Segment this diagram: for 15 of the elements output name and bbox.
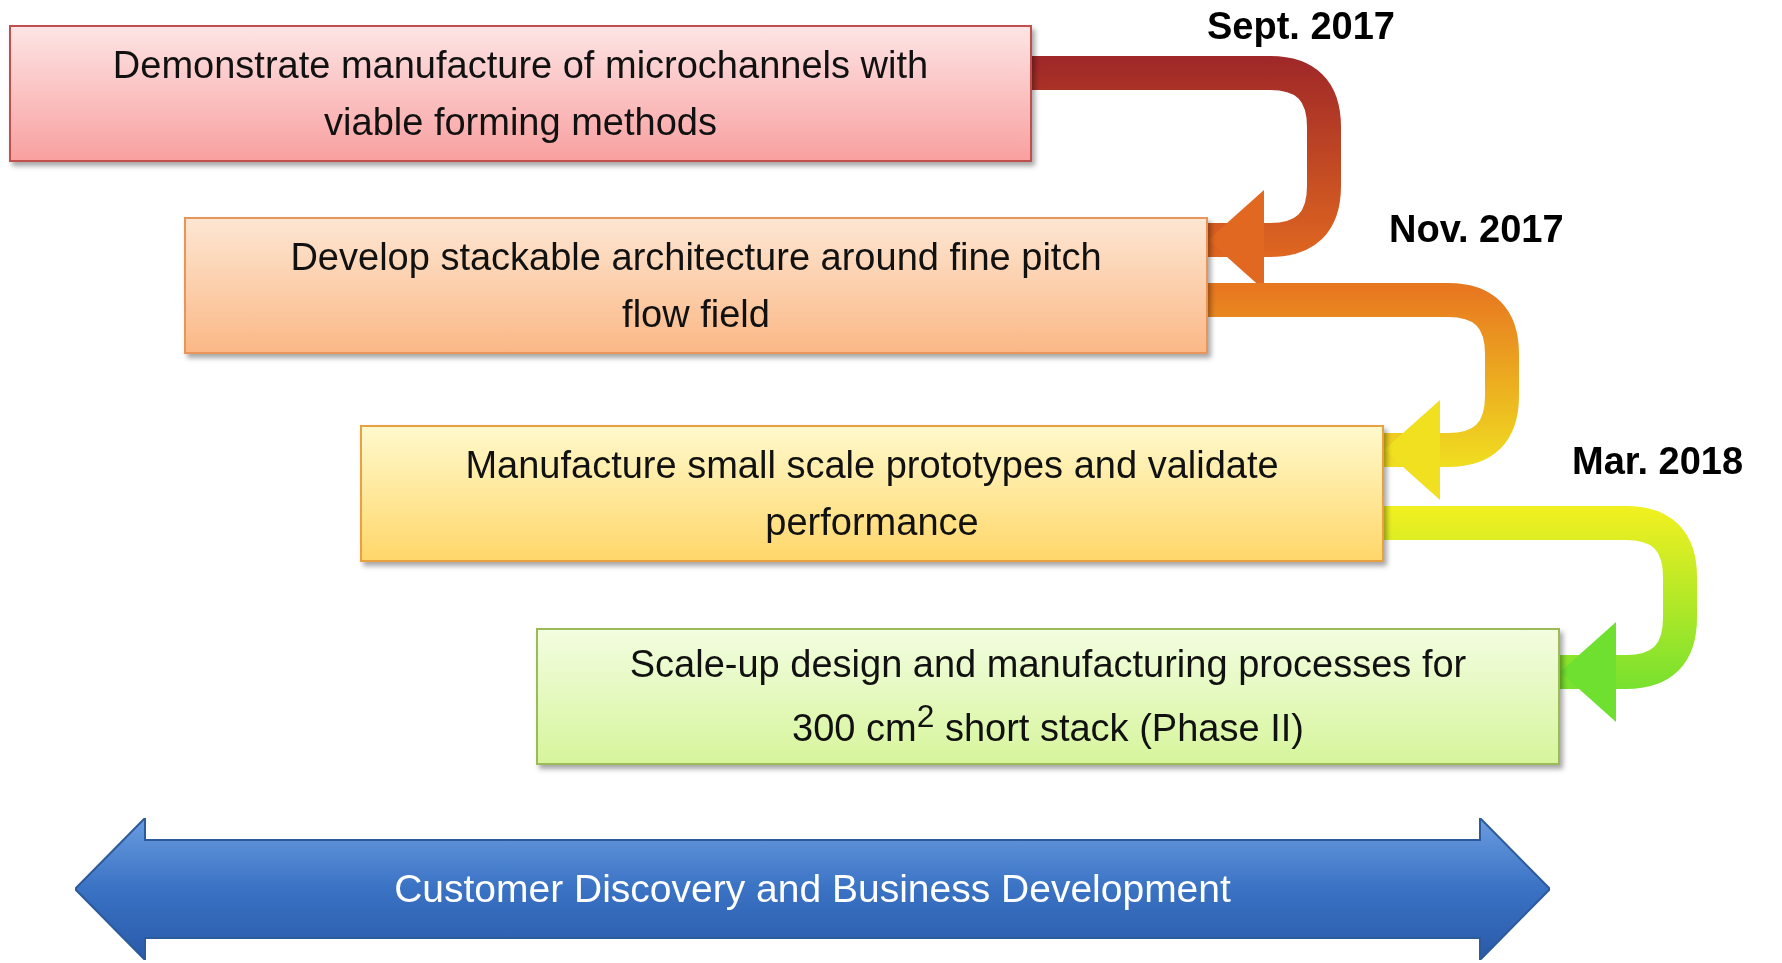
step-text: Demonstrate manufacture of microchannels with viable forming methods [111, 42, 930, 145]
curved-arrow [1384, 506, 1697, 722]
date-label: Nov. 2017 [1389, 208, 1564, 251]
process-box [184, 217, 1208, 354]
date-label: Sept. 2017 [1207, 5, 1395, 48]
process-box [9, 25, 1032, 162]
step-text: Scale-up design and manufacturing processes for 300 cm$^{2}$ short stack (Phase II) [628, 642, 1468, 751]
band-label: Customer Discovery and Business Development [394, 865, 1231, 912]
date-label: Mar. 2018 [1572, 440, 1744, 483]
step-text: Develop stackable architecture around fine pitch flow field [289, 234, 1103, 337]
double-arrow-band [75, 818, 1550, 960]
process-box [536, 628, 1560, 765]
process-box [360, 425, 1384, 562]
step-text: Manufacture small scale prototypes and validate performance [464, 442, 1280, 545]
curved-arrow [1208, 283, 1519, 500]
